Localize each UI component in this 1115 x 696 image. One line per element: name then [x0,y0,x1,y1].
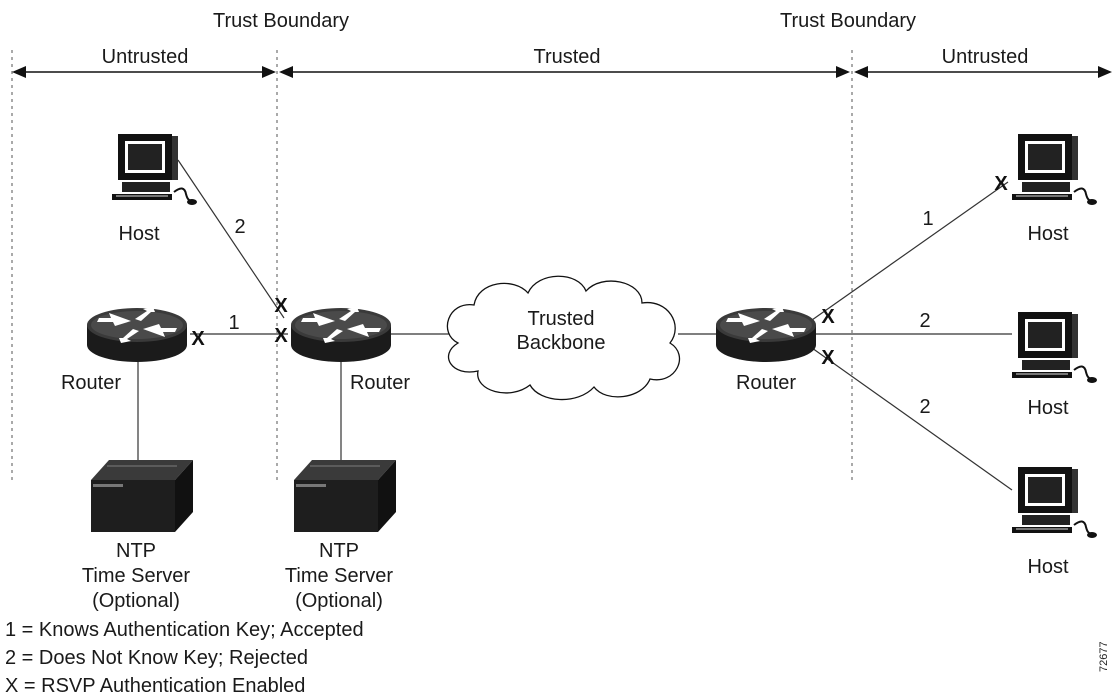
host-label-right-mid: Host [1027,397,1069,419]
ntp-center-line3: (Optional) [295,590,383,612]
legend-line-2: 2 = Does Not Know Key; Rejected [5,647,308,669]
host-label-left: Host [118,223,160,245]
host-label-right-top: Host [1027,223,1069,245]
legend-line-3: X = RSVP Authentication Enabled [5,675,305,696]
ntp-left-line1: NTP [116,540,156,562]
ntp-left-line2: Time Server [82,565,191,587]
link-label-host-right-mid: 2 [919,310,930,332]
router-label-center: Router [350,372,410,394]
cloud-label-line1: Trusted [527,308,594,330]
link-label-router-left: 1 [228,312,239,334]
link-host-left-to-router-center [177,159,285,319]
router-icon-right [716,307,816,362]
ntp-center-line1: NTP [319,540,359,562]
host-icon-right-mid [1011,311,1098,384]
zone-arrow-untrusted-right [854,66,1112,78]
auth-marker-router-right-upper: X [821,306,835,328]
link-label-host-right-top: 1 [922,208,933,230]
trusted-backbone-cloud: Trusted Backbone [446,275,681,401]
auth-marker-router-center-upper: X [274,295,288,317]
ntp-center-line2: Time Server [285,565,394,587]
auth-marker-router-left: X [191,328,205,350]
zone-arrow-untrusted-left [12,66,276,78]
zone-label-untrusted-left: Untrusted [102,46,189,68]
router-label-left: Router [61,372,121,394]
zone-arrow-trusted [279,66,850,78]
link-label-host-left: 2 [234,216,245,238]
ntp-server-icon-left [90,459,194,533]
zone-label-trusted: Trusted [533,46,600,68]
link-label-host-right-bottom: 2 [919,396,930,418]
link-router-right-to-host-bottom [811,347,1013,491]
router-label-right: Router [736,372,796,394]
legend-line-1: 1 = Knows Authentication Key; Accepted [5,619,364,641]
router-icon-left [87,307,187,362]
host-label-right-bottom: Host [1027,556,1069,578]
host-icon-right-top [1011,133,1098,206]
figure-id: 72677 [1098,641,1110,672]
router-icon-center [291,307,391,362]
host-icon-right-bottom [1011,466,1098,539]
zone-label-untrusted-right: Untrusted [942,46,1029,68]
ntp-server-icon-center [293,459,397,533]
link-router-right-to-host-top [811,181,1009,321]
auth-marker-router-center-lower: X [274,325,288,347]
ntp-left-line3: (Optional) [92,590,180,612]
auth-marker-host-right-top: X [994,173,1008,195]
cloud-label-line2: Backbone [517,332,606,354]
auth-marker-router-right-lower: X [821,347,835,369]
trust-boundary-label-right: Trust Boundary [780,10,916,32]
trust-boundary-label-left: Trust Boundary [213,10,349,32]
